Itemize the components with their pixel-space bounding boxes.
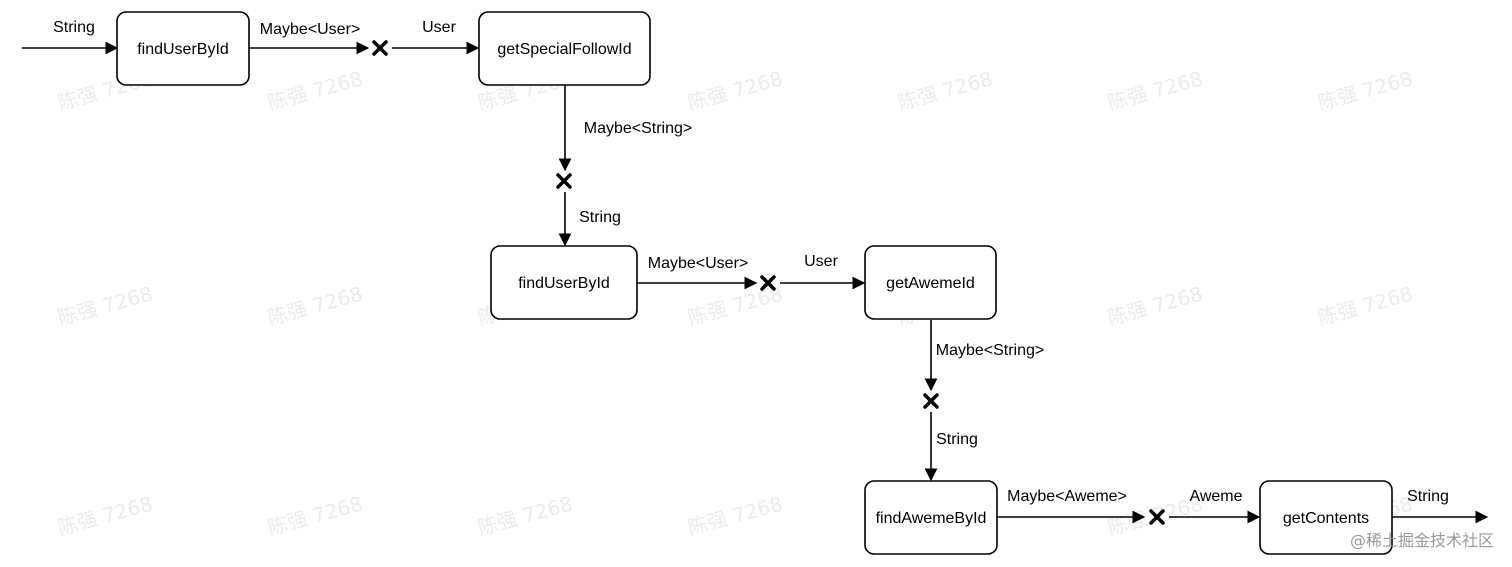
nodes: findUserById getSpecialFollowId findUser… (116, 11, 1393, 555)
watermark-text: 陈强 7268 (55, 491, 155, 539)
x-mark-icon (556, 173, 572, 189)
watermark-text: 陈强 7268 (685, 66, 785, 114)
node-find-user-by-id-1[interactable]: findUserById (116, 11, 250, 86)
node-find-aweme-by-id[interactable]: findAwemeById (864, 480, 998, 555)
node-label: getAwemeId (886, 275, 975, 292)
watermark-text: 陈强 7268 (1105, 281, 1205, 329)
watermark-text: 陈强 7268 (895, 66, 995, 114)
node-find-user-by-id-2[interactable]: findUserById (490, 245, 638, 320)
watermark-text: 陈强 7268 (1315, 66, 1415, 114)
edges (22, 41, 1489, 524)
x-mark-icon (923, 393, 939, 409)
edge-label-maybe-aweme: Maybe<Aweme> (1007, 488, 1127, 505)
watermark-text: 陈强 7268 (1315, 281, 1415, 329)
node-label: getContents (1283, 510, 1369, 527)
watermark-text: 陈强 7268 (475, 491, 575, 539)
footer-credit: @稀土掘金技术社区 (1350, 531, 1494, 550)
watermark-text: 陈强 7268 (1105, 66, 1205, 114)
x-marks (372, 40, 1165, 525)
watermark-layer: 陈强 7268 陈强 7268 陈强 7268 陈强 7268 陈强 7268 陈强 72… (55, 66, 1415, 539)
watermark-text: 陈强 7268 (265, 66, 365, 114)
edge-labels: String Maybe<User> User Maybe<String> St… (53, 19, 1449, 505)
node-get-special-follow-id[interactable]: getSpecialFollowId (478, 11, 651, 86)
edge-label-aweme: Aweme (1189, 488, 1242, 505)
x-mark-icon (372, 40, 388, 56)
edge-label-input-string: String (53, 19, 95, 36)
edge-label-maybe-user-2: Maybe<User> (648, 255, 749, 272)
edge-label-user-1: User (422, 19, 456, 36)
watermark-text: 陈强 7268 (685, 491, 785, 539)
x-mark-icon (760, 275, 776, 291)
watermark-text: 陈强 7268 (55, 281, 155, 329)
node-label: getSpecialFollowId (497, 41, 631, 58)
edge-label-user-2: User (804, 253, 838, 270)
edge-label-maybe-string-1: Maybe<String> (584, 120, 693, 137)
watermark-text: 陈强 7268 (265, 281, 365, 329)
edge-label-maybe-string-2: Maybe<String> (936, 342, 1045, 359)
edge-label-string-2: String (936, 431, 978, 448)
watermark-text: 陈强 7268 (685, 281, 785, 329)
edge-label-maybe-user-1: Maybe<User> (260, 21, 361, 38)
edge-label-string-1: String (579, 209, 621, 226)
edge-label-output-string: String (1407, 488, 1449, 505)
node-get-aweme-id[interactable]: getAwemeId (864, 245, 997, 320)
watermark-text: 陈强 7268 (265, 491, 365, 539)
node-label: findAwemeById (876, 510, 987, 527)
node-get-contents[interactable]: getContents (1259, 480, 1393, 555)
x-mark-icon (1149, 509, 1165, 525)
node-label: findUserById (518, 275, 610, 292)
node-label: findUserById (137, 41, 229, 58)
